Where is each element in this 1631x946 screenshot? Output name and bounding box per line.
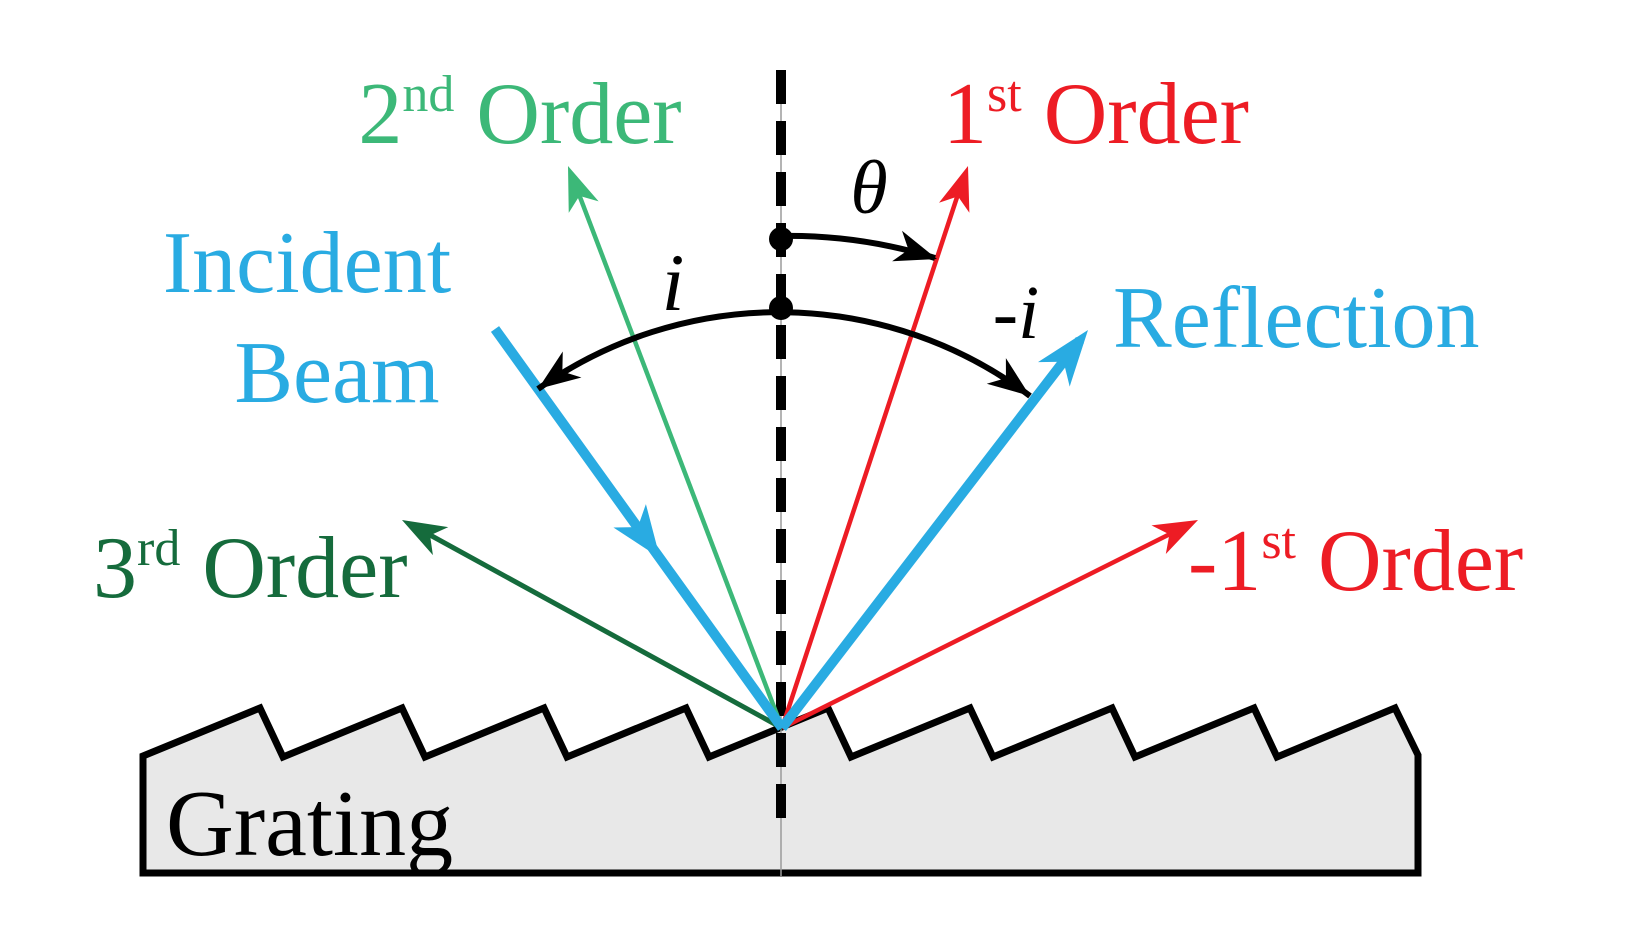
lower-vertex-dot (769, 296, 793, 320)
angle-theta-label: θ (850, 146, 887, 230)
first-order-label: 1st Order (943, 66, 1249, 163)
angle-i-label: i (662, 237, 685, 328)
reflection-beam (778, 330, 1088, 732)
theta-arc-arrowhead-icon (892, 230, 937, 262)
second-order-arrowhead-icon (568, 166, 599, 213)
third-order-arrowhead-icon (402, 520, 449, 556)
incident-beam-arrowhead-icon (613, 504, 660, 558)
incident-beam-label-line1: Incident (163, 215, 451, 312)
angle-neg-i-label: -i (993, 271, 1039, 355)
reflection-beam-arrowhead-icon (1037, 330, 1088, 387)
first-order-arrowhead-icon (938, 166, 970, 213)
neg-first-order-beam (780, 520, 1198, 731)
first-order-beam (779, 166, 970, 729)
neg-first-order-label: -1st Order (1188, 513, 1523, 610)
upper-vertex-dot (769, 227, 793, 251)
incidence-arc-right-arrowhead-icon (986, 358, 1030, 396)
theta-angle-arc (780, 230, 937, 262)
incident-beam-label-line2: Beam (234, 325, 439, 422)
neg-first-order-arrowhead-icon (1151, 520, 1198, 555)
second-order-label: 2nd Order (358, 66, 681, 163)
incidence-arc-left-arrowhead-icon (538, 351, 582, 389)
reflection-label: Reflection (1113, 270, 1480, 367)
third-order-beam (402, 520, 784, 731)
grating-label: Grating (166, 772, 453, 876)
third-order-label: 3rd Order (93, 520, 408, 617)
incident-beam (490, 326, 787, 731)
second-order-beam (568, 166, 785, 729)
